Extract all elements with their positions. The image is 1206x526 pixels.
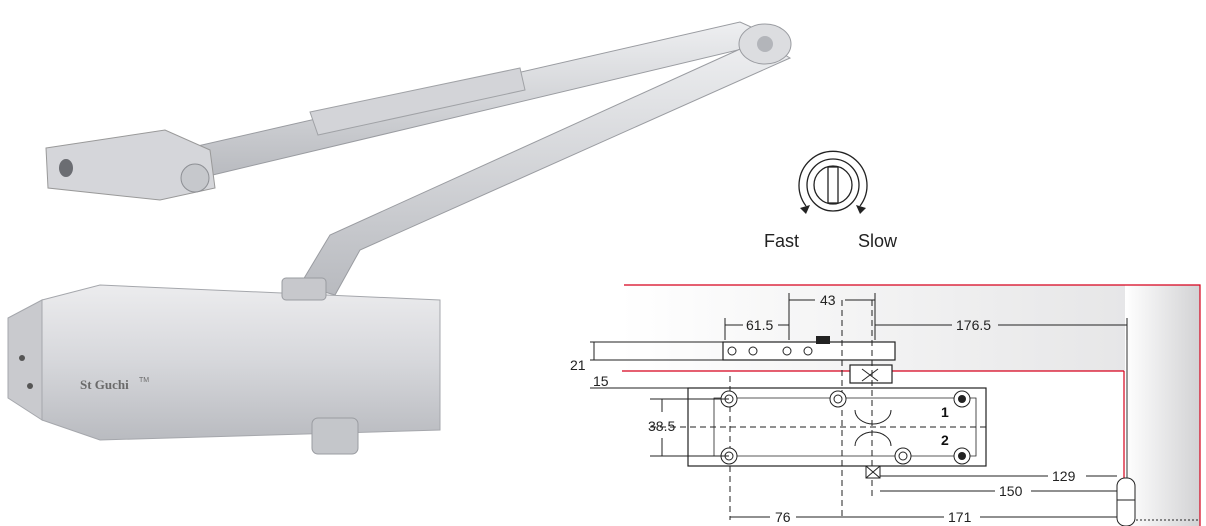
- closer-end-cap: [7, 299, 43, 421]
- speed-adjust-dial: Fast Slow: [764, 150, 898, 251]
- dim-129: 129: [1052, 468, 1076, 484]
- mount-position-1: 1: [941, 404, 949, 420]
- slow-label: Slow: [858, 231, 898, 251]
- dim-43: 43: [820, 292, 836, 308]
- door-edge-line: [624, 284, 1201, 526]
- bracket-hole: [59, 159, 73, 177]
- dim-38-5: 38.5: [648, 418, 675, 434]
- door-closer-photo: St Guchi TM: [7, 21, 792, 455]
- wall-bracket: [45, 129, 216, 201]
- dim-76: 76: [775, 509, 791, 525]
- dial-slot: [827, 166, 839, 204]
- door-frame: [1125, 285, 1200, 526]
- closer-shaft: [311, 417, 359, 455]
- dim-176-5: 176.5: [956, 317, 991, 333]
- dim-15: 15: [593, 373, 609, 389]
- closer-body: [41, 284, 441, 441]
- mount-position-2: 2: [941, 432, 949, 448]
- trademark-mark: TM: [139, 377, 149, 384]
- drawing-bracket-plate: [722, 341, 896, 361]
- arm-adjuster-block: [309, 67, 526, 136]
- bracket-pivot: [180, 163, 210, 193]
- dim-21: 21: [570, 357, 586, 373]
- closer-top-shaft: [281, 277, 327, 301]
- fast-arrow-icon: [800, 205, 810, 214]
- dim-171: 171: [948, 509, 972, 525]
- dim-150: 150: [999, 483, 1023, 499]
- slow-arrow-icon: [856, 205, 866, 214]
- technical-drawing: 1 2 43 61.5 176.5 21 15 3: [570, 284, 1201, 526]
- fast-label: Fast: [764, 231, 799, 251]
- dim-61-5: 61.5: [746, 317, 773, 333]
- brand-label: St Guchi: [80, 377, 129, 392]
- door-hinge: [1116, 477, 1136, 526]
